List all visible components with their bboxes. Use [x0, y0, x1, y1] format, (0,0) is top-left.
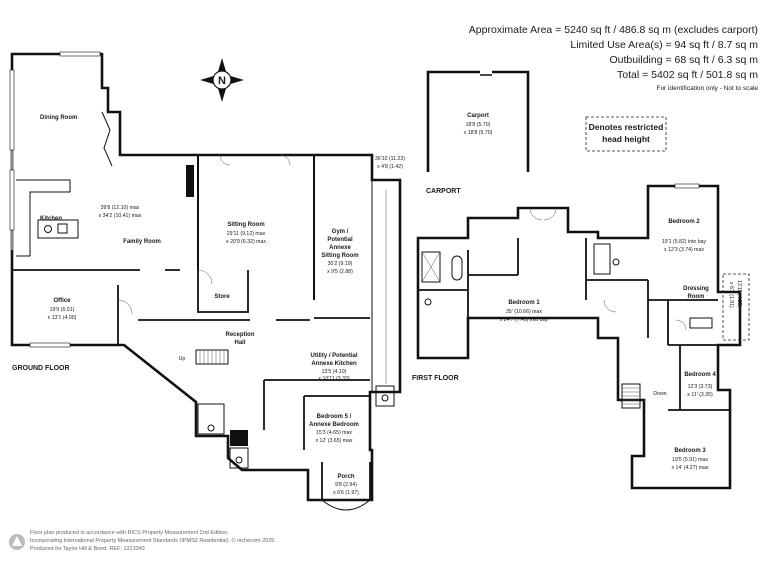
footer-line3: Produced for Taylor Hill & Bond. REF: 13… — [30, 546, 145, 552]
family-dim2: x 34'2 (10.41) max — [99, 213, 142, 219]
sitting-dim1: 29'11 (9.12) max — [227, 231, 266, 237]
ground-up-label: Up — [179, 356, 186, 362]
bed4-dim1: 12'3 (3.73) — [688, 384, 713, 390]
sitting-dim2: x 20'9 (6.32) max — [226, 239, 266, 245]
nichecom-logo-icon — [9, 534, 25, 550]
gym-name4: Sitting Room — [321, 253, 358, 259]
bed2-dim1: 19'1 (5.82) into bay — [662, 239, 707, 245]
restricted-key-line2: head height — [602, 134, 650, 144]
restricted-head-height-key: Denotes restricted head height — [585, 116, 667, 152]
office-name: Office — [53, 298, 71, 304]
utility-name1: Utility / Potential — [310, 353, 357, 359]
north-compass-icon: N — [200, 58, 244, 102]
ground-floor-plan: Dining Room Kitchen 39'8 (12.10) max x 3… — [9, 51, 405, 511]
first-floor-label: FIRST FLOOR — [412, 375, 459, 382]
dressing-name1: Dressing — [683, 286, 709, 292]
carport-name: Carport — [467, 113, 489, 119]
footer-line1: Floor plan produced in accordance with R… — [30, 530, 229, 536]
carport-floor-label: CARPORT — [426, 188, 461, 195]
bed5-name1: Bedroom 5 / — [317, 414, 352, 420]
limited-dim2: x 6'3 (1.91) — [728, 282, 734, 308]
bed1-name: Bedroom 1 — [508, 300, 540, 306]
kitchen-name: Kitchen — [40, 216, 62, 222]
bed4-dim2: x 11' (3.35) — [687, 392, 713, 398]
office-dim2: x 13'1 (4.00) — [48, 315, 77, 321]
reception-name2: Hall — [234, 340, 245, 346]
porch-name: Porch — [337, 474, 354, 480]
bed5-dim2: x 12' (3.65) max — [315, 438, 352, 444]
bed1-dim1: 35' (10.66) max — [506, 309, 542, 315]
store-name: Store — [214, 294, 230, 300]
utility-dim2: x 10'11 (3.32) — [318, 376, 349, 382]
bed4-name: Bedroom 4 — [684, 372, 716, 378]
area-summary: Approximate Area = 5240 sq ft / 486.8 sq… — [469, 24, 759, 92]
limited-dim1: 13'11 (4.25) — [736, 280, 742, 307]
gym-name2: Potential — [327, 237, 353, 243]
utility-dim1: 13'5 (4.10) — [322, 369, 347, 375]
ground-stairs — [195, 349, 229, 365]
bed2-dim2: x 12'3 (3.74) max — [664, 247, 704, 253]
approximate-area: Approximate Area = 5240 sq ft / 486.8 sq… — [469, 24, 758, 36]
gym-name1: Gym / — [332, 229, 349, 235]
carport-dim1: 18'8 (5.70) — [466, 122, 491, 128]
extra-dim1: 36'10 (11.23) — [375, 156, 405, 162]
first-floor-plan: Bedroom 1 35' (10.66) max x 24'7 (7.49) … — [412, 183, 750, 490]
first-stairs — [621, 383, 641, 409]
porch-dim2: x 6'6 (1.97) — [333, 490, 359, 496]
office-dim1: 19'9 (6.01) — [50, 307, 75, 313]
first-down-label: Down — [653, 391, 666, 397]
reception-name1: Reception — [225, 332, 254, 338]
gym-dim1: 30'2 (9.19) — [328, 261, 353, 267]
identification-note: For identification only - Not to scale — [656, 85, 758, 92]
utility-name2: Annexe Kitchen — [311, 361, 357, 367]
ground-floor-label: GROUND FLOOR — [12, 365, 70, 372]
bed5-name2: Annexe Bedroom — [309, 422, 359, 428]
bed2-name: Bedroom 2 — [668, 219, 700, 225]
total-area: Total = 5402 sq ft / 501.8 sq m — [617, 69, 758, 81]
carport-plan: Carport 18'8 (5.70) x 18'8 (5.70) CARPOR… — [426, 70, 530, 195]
bed1-dim2: x 24'7 (7.49) into bay — [500, 317, 549, 323]
extra-dim2: x 4'8 (1.42) — [377, 164, 403, 170]
bed3-dim1: 19'5 (5.91) max — [672, 457, 708, 463]
restricted-key-line1: Denotes restricted — [589, 122, 664, 132]
compass-letter: N — [218, 75, 226, 87]
limited-use-area: Limited Use Area(s) = 94 sq ft / 8.7 sq … — [570, 39, 758, 51]
gym-name3: Annexe — [329, 245, 351, 251]
porch-dim1: 9'8 (2.94) — [335, 482, 357, 488]
gym-dim2: x 9'5 (2.88) — [327, 269, 353, 275]
bed5-dim1: 15'3 (4.65) max — [316, 430, 352, 436]
carport-dim2: x 18'8 (5.70) — [464, 130, 493, 136]
bed3-dim2: x 14' (4.27) max — [671, 465, 708, 471]
dining-room-name: Dining Room — [40, 115, 77, 121]
family-room-name: Family Room — [123, 239, 161, 245]
bed3-name: Bedroom 3 — [674, 448, 706, 454]
footer: Floor plan produced in accordance with R… — [9, 530, 276, 552]
family-dim1: 39'8 (12.10) max — [101, 205, 140, 211]
footer-line2: Incorporating International Property Mea… — [30, 537, 276, 544]
dressing-name2: Room — [688, 294, 705, 300]
sitting-room-name: Sitting Room — [227, 222, 264, 228]
outbuilding-area: Outbuilding = 68 sq ft / 6.3 sq m — [609, 54, 758, 66]
